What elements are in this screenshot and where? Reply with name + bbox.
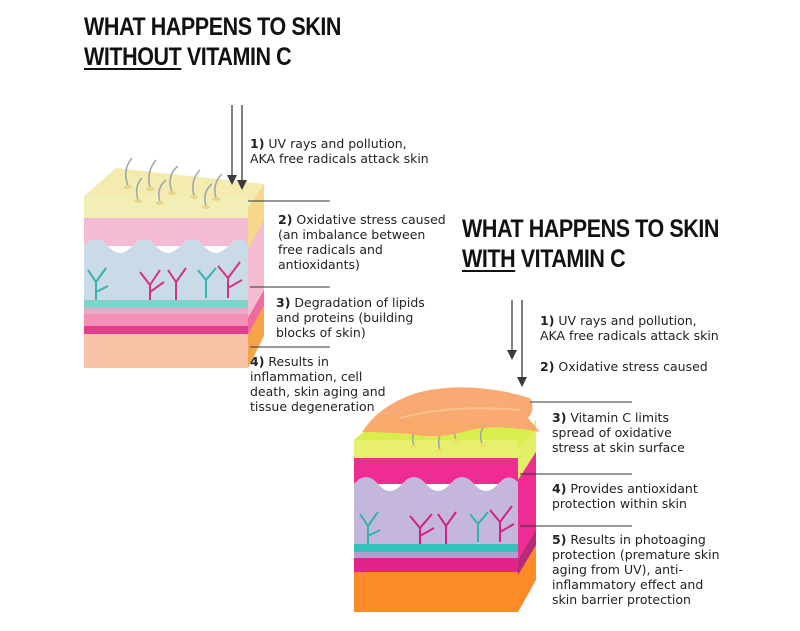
right-step-1-num: 1) bbox=[540, 313, 555, 328]
right-step-2-num: 2) bbox=[540, 359, 555, 374]
left-step-4-text: Results in inflammation, cell death, ski… bbox=[250, 354, 386, 414]
right-step-3-text: Vitamin C limits spread of oxidative str… bbox=[552, 410, 685, 455]
right-title: WHAT HAPPENS TO SKIN WITH VITAMIN C bbox=[462, 214, 719, 274]
left-title: WHAT HAPPENS TO SKIN WITHOUT VITAMIN C bbox=[84, 12, 341, 72]
left-hair-icon bbox=[125, 157, 223, 207]
left-step-2: 2) Oxidative stress caused (an imbalance… bbox=[278, 212, 450, 272]
right-step-4-num: 4) bbox=[552, 481, 567, 496]
right-title-emphasis: WITH bbox=[462, 245, 516, 273]
left-skin-cube-icon bbox=[84, 157, 264, 368]
right-step-3-num: 3) bbox=[552, 410, 567, 425]
left-step-3: 3) Degradation of lipids and proteins (b… bbox=[276, 295, 426, 340]
right-step-1-text: UV rays and pollution, AKA free radicals… bbox=[540, 313, 719, 343]
right-step-3: 3) Vitamin C limits spread of oxidative … bbox=[552, 410, 702, 455]
left-step-4: 4) Results in inflammation, cell death, … bbox=[250, 354, 388, 414]
left-blood-vessel-icon bbox=[139, 261, 243, 300]
right-step-5-num: 5) bbox=[552, 532, 567, 547]
left-leader-lines bbox=[248, 200, 330, 348]
left-step-3-num: 3) bbox=[276, 295, 291, 310]
right-step-2: 2) Oxidative stress caused bbox=[540, 359, 740, 374]
right-title-rest: VITAMIN C bbox=[515, 245, 626, 273]
right-step-5: 5) Results in photoaging protection (pre… bbox=[552, 532, 720, 607]
right-step-1: 1) UV rays and pollution, AKA free radic… bbox=[540, 313, 722, 343]
left-step-2-text: Oxidative stress caused (an imbalance be… bbox=[278, 212, 446, 272]
left-step-1-text: UV rays and pollution, AKA free radicals… bbox=[250, 136, 429, 166]
right-step-5-text: Results in photoaging protection (premat… bbox=[552, 532, 720, 607]
right-title-line1: WHAT HAPPENS TO SKIN bbox=[462, 215, 719, 243]
left-title-emphasis: WITHOUT bbox=[84, 43, 182, 71]
left-step-1: 1) UV rays and pollution, AKA free radic… bbox=[250, 136, 430, 166]
vitamin-c-layer-icon bbox=[362, 387, 540, 437]
left-title-rest: VITAMIN C bbox=[181, 43, 292, 71]
right-blood-vessel-icon bbox=[409, 505, 515, 544]
right-step-2-text: Oxidative stress caused bbox=[558, 359, 708, 374]
right-title-line2: WITH VITAMIN C bbox=[462, 244, 719, 274]
left-uv-arrow-icon bbox=[227, 105, 247, 190]
left-step-4-num: 4) bbox=[250, 354, 265, 369]
left-title-line1: WHAT HAPPENS TO SKIN bbox=[84, 13, 341, 41]
left-title-line2: WITHOUT VITAMIN C bbox=[84, 42, 341, 72]
left-cyan-vessel-icon bbox=[87, 267, 217, 300]
right-step-4: 4) Provides antioxidant protection withi… bbox=[552, 481, 732, 511]
right-cyan-vessel-icon bbox=[359, 511, 489, 544]
right-skin-cube-icon bbox=[354, 387, 540, 612]
left-step-2-num: 2) bbox=[278, 212, 293, 227]
right-uv-arrow-icon bbox=[507, 300, 527, 387]
right-leader-lines bbox=[520, 401, 632, 527]
right-step-4-text: Provides antioxidant protection within s… bbox=[552, 481, 698, 511]
left-step-1-num: 1) bbox=[250, 136, 265, 151]
left-step-3-text: Degradation of lipids and proteins (buil… bbox=[276, 295, 425, 340]
